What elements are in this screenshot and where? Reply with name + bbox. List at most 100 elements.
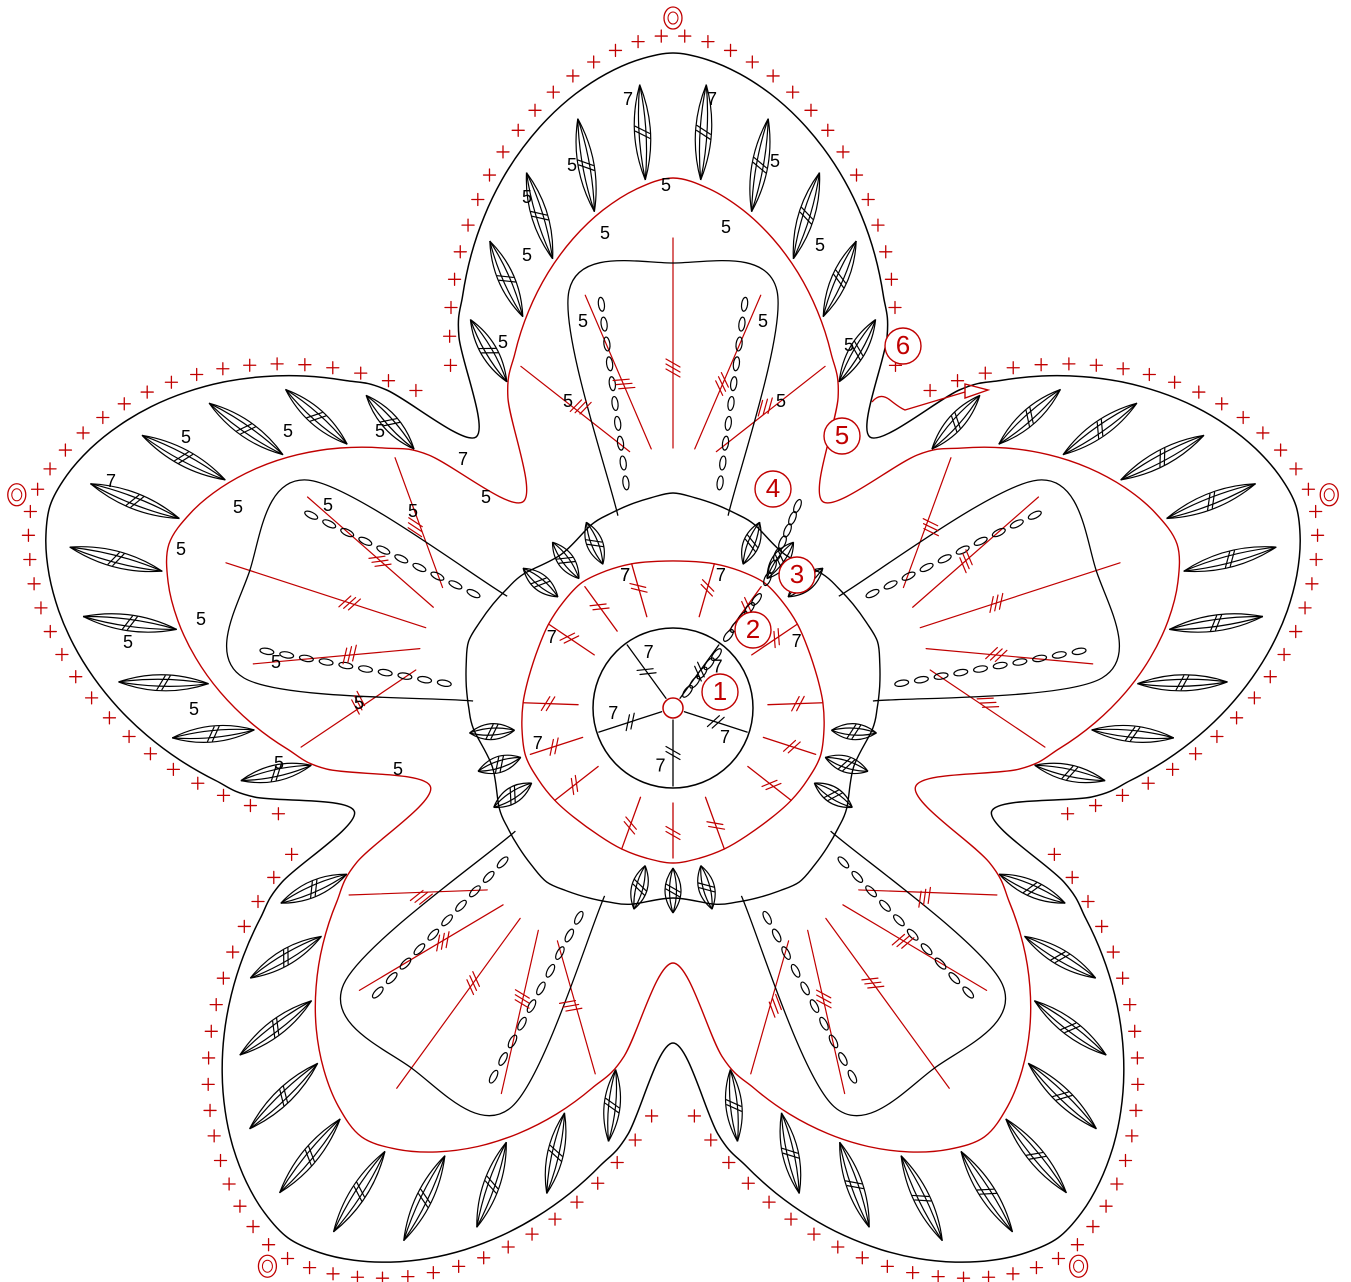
chain-stitch [608,376,616,391]
red-fan-bar [928,887,930,903]
double-treble-stitch [209,403,283,455]
double-treble-stitch [280,1119,341,1193]
chain-stitch [790,963,802,978]
center-count-label: 7 [655,755,665,775]
double-treble-stitch [1167,484,1256,519]
double-treble-stitch [1035,765,1106,780]
double-treble-stitch [961,1151,1013,1232]
double-treble-stitch [961,1151,1013,1232]
chain-stitch [771,928,783,943]
chain-stitch [376,544,391,555]
double-treble-bar [179,454,193,463]
chain-stitch [496,855,510,869]
chain-stitch [597,297,605,312]
double-treble-stitch [240,1001,312,1055]
red-spoke-bar [624,822,634,834]
left-petal-count-label: 5 [408,501,418,521]
red-spoke-bar [626,817,636,829]
double-treble-bar [913,1195,929,1196]
double-treble-stitch [695,85,706,180]
double-treble-bar [915,1200,931,1201]
left-petal-count-label: 5 [481,487,491,507]
chain-stitch [338,661,353,669]
round-marker-4: 4 [755,471,791,507]
red-fan-line [395,458,443,588]
chain-stitch [619,456,627,471]
double-treble-stitch [250,936,321,978]
chain-stitch [488,1069,500,1084]
double-treble-stitch [281,874,347,903]
double-treble-stitch [250,1063,318,1129]
double-treble-stitch [209,403,283,455]
double-treble-stitch [366,395,414,449]
double-treble-stitch [840,1142,870,1227]
chain-stitch [319,658,334,666]
double-treble-bar [605,1103,618,1112]
top-petal-count-label: 5 [770,151,780,171]
round-marker-1: 1 [702,674,738,710]
chain-stitch [937,553,952,564]
red-fan-bar [566,1008,582,1011]
left-petal-count-label: 7 [106,471,116,491]
double-treble-stitch [250,936,321,978]
chain-stitch [722,436,730,451]
left-petal-count-label: 5 [271,652,281,672]
double-treble-stitch [90,484,179,519]
double-treble-stitch [752,119,769,212]
red-fan-line [826,918,949,1088]
chain-stitch [993,661,1008,669]
chain-stitch [412,562,427,573]
double-treble-bar [606,1098,619,1107]
double-treble-bar [847,725,856,738]
chain-stitch [611,396,619,411]
picot-icon [668,12,678,24]
double-treble-stitch [334,1151,386,1232]
double-treble-stitch [932,395,980,449]
double-treble-bar [980,1193,996,1194]
double-treble-bar [175,452,189,461]
red-fan-line [920,563,1120,628]
double-treble-stitch [999,389,1061,444]
chain-stitch [878,899,892,913]
red-fan-bar [415,892,428,902]
chain-stitch [727,396,735,411]
chain-stitch [417,676,432,684]
chain-stitch [850,870,864,884]
chain-stitch [340,527,355,538]
picot-icon [8,484,26,506]
chain-stitch [730,376,738,391]
red-fan-bar [344,598,356,609]
double-treble-stitch [1167,484,1256,519]
double-treble-stitch [281,874,347,903]
red-spoke-bar [774,631,775,647]
top-petal-count-label: 7 [707,89,717,109]
center-spoke [684,712,747,732]
red-fan-bar [616,383,632,384]
left-petal-count-label: 5 [176,539,186,559]
chain-stitch [722,628,735,643]
petal-column-outline [340,831,604,1116]
double-treble-bar [1208,494,1210,510]
double-treble-stitch [404,1156,445,1241]
red-fan-line [359,905,503,991]
double-treble-bar [1212,492,1214,508]
chain-stitch [761,910,773,925]
red-spoke-bar [784,740,796,751]
chain-stitch [279,651,294,659]
double-treble-stitch [490,241,523,317]
top-petal-count-label: 5 [844,335,854,355]
double-treble-stitch [1121,435,1204,480]
double-treble-bar [697,125,711,134]
double-treble-stitch [286,389,348,444]
red-fan-line [695,295,761,449]
double-treble-bar [499,280,515,282]
double-treble-stitch [999,874,1065,903]
red-fan-line [926,649,1093,664]
left-petal-count-label: 5 [375,421,385,441]
chain-stitch [526,999,538,1014]
chain-stitch [919,562,934,573]
double-treble-stitch [961,1151,1013,1232]
round-marker-number: 3 [790,559,804,589]
chain-stitch [468,884,482,898]
center-count-label: 7 [720,727,730,747]
